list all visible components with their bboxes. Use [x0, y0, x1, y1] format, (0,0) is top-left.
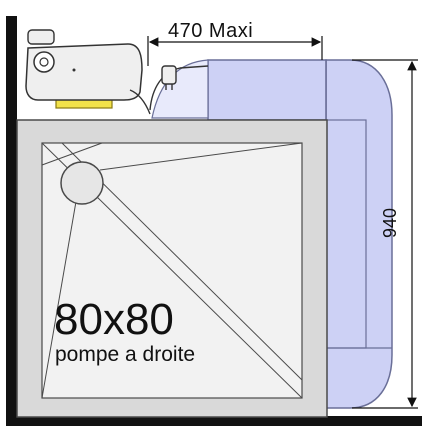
drain-icon — [60, 161, 104, 205]
pipe-connector-icon — [149, 65, 209, 111]
hose — [149, 65, 209, 111]
height-dimension-label: 940 — [380, 207, 400, 238]
housing-side-section — [325, 119, 367, 349]
pump-gauge-center — [39, 57, 49, 67]
width-dimension — [147, 36, 323, 66]
pump-position-label: pompe a droite — [55, 343, 196, 366]
pump-body — [25, 43, 143, 101]
pump-dot — [72, 68, 76, 72]
pump-cap — [27, 29, 55, 45]
floor-wall — [6, 416, 422, 426]
tray-slope-line — [41, 142, 103, 166]
pump-gauge — [33, 51, 55, 73]
width-dimension-label: 470 Maxi — [168, 20, 254, 42]
model-size-label: 80x80 — [54, 295, 174, 344]
left-wall — [6, 16, 17, 424]
tray-slope-line — [41, 189, 79, 399]
tray-slope-line — [99, 142, 303, 171]
connector-body — [161, 65, 177, 85]
housing-top-section — [207, 59, 327, 121]
pump-motor-icon — [25, 29, 151, 115]
height-dimension — [352, 59, 418, 409]
shower-tray — [16, 119, 328, 418]
pump-cable — [129, 89, 151, 115]
